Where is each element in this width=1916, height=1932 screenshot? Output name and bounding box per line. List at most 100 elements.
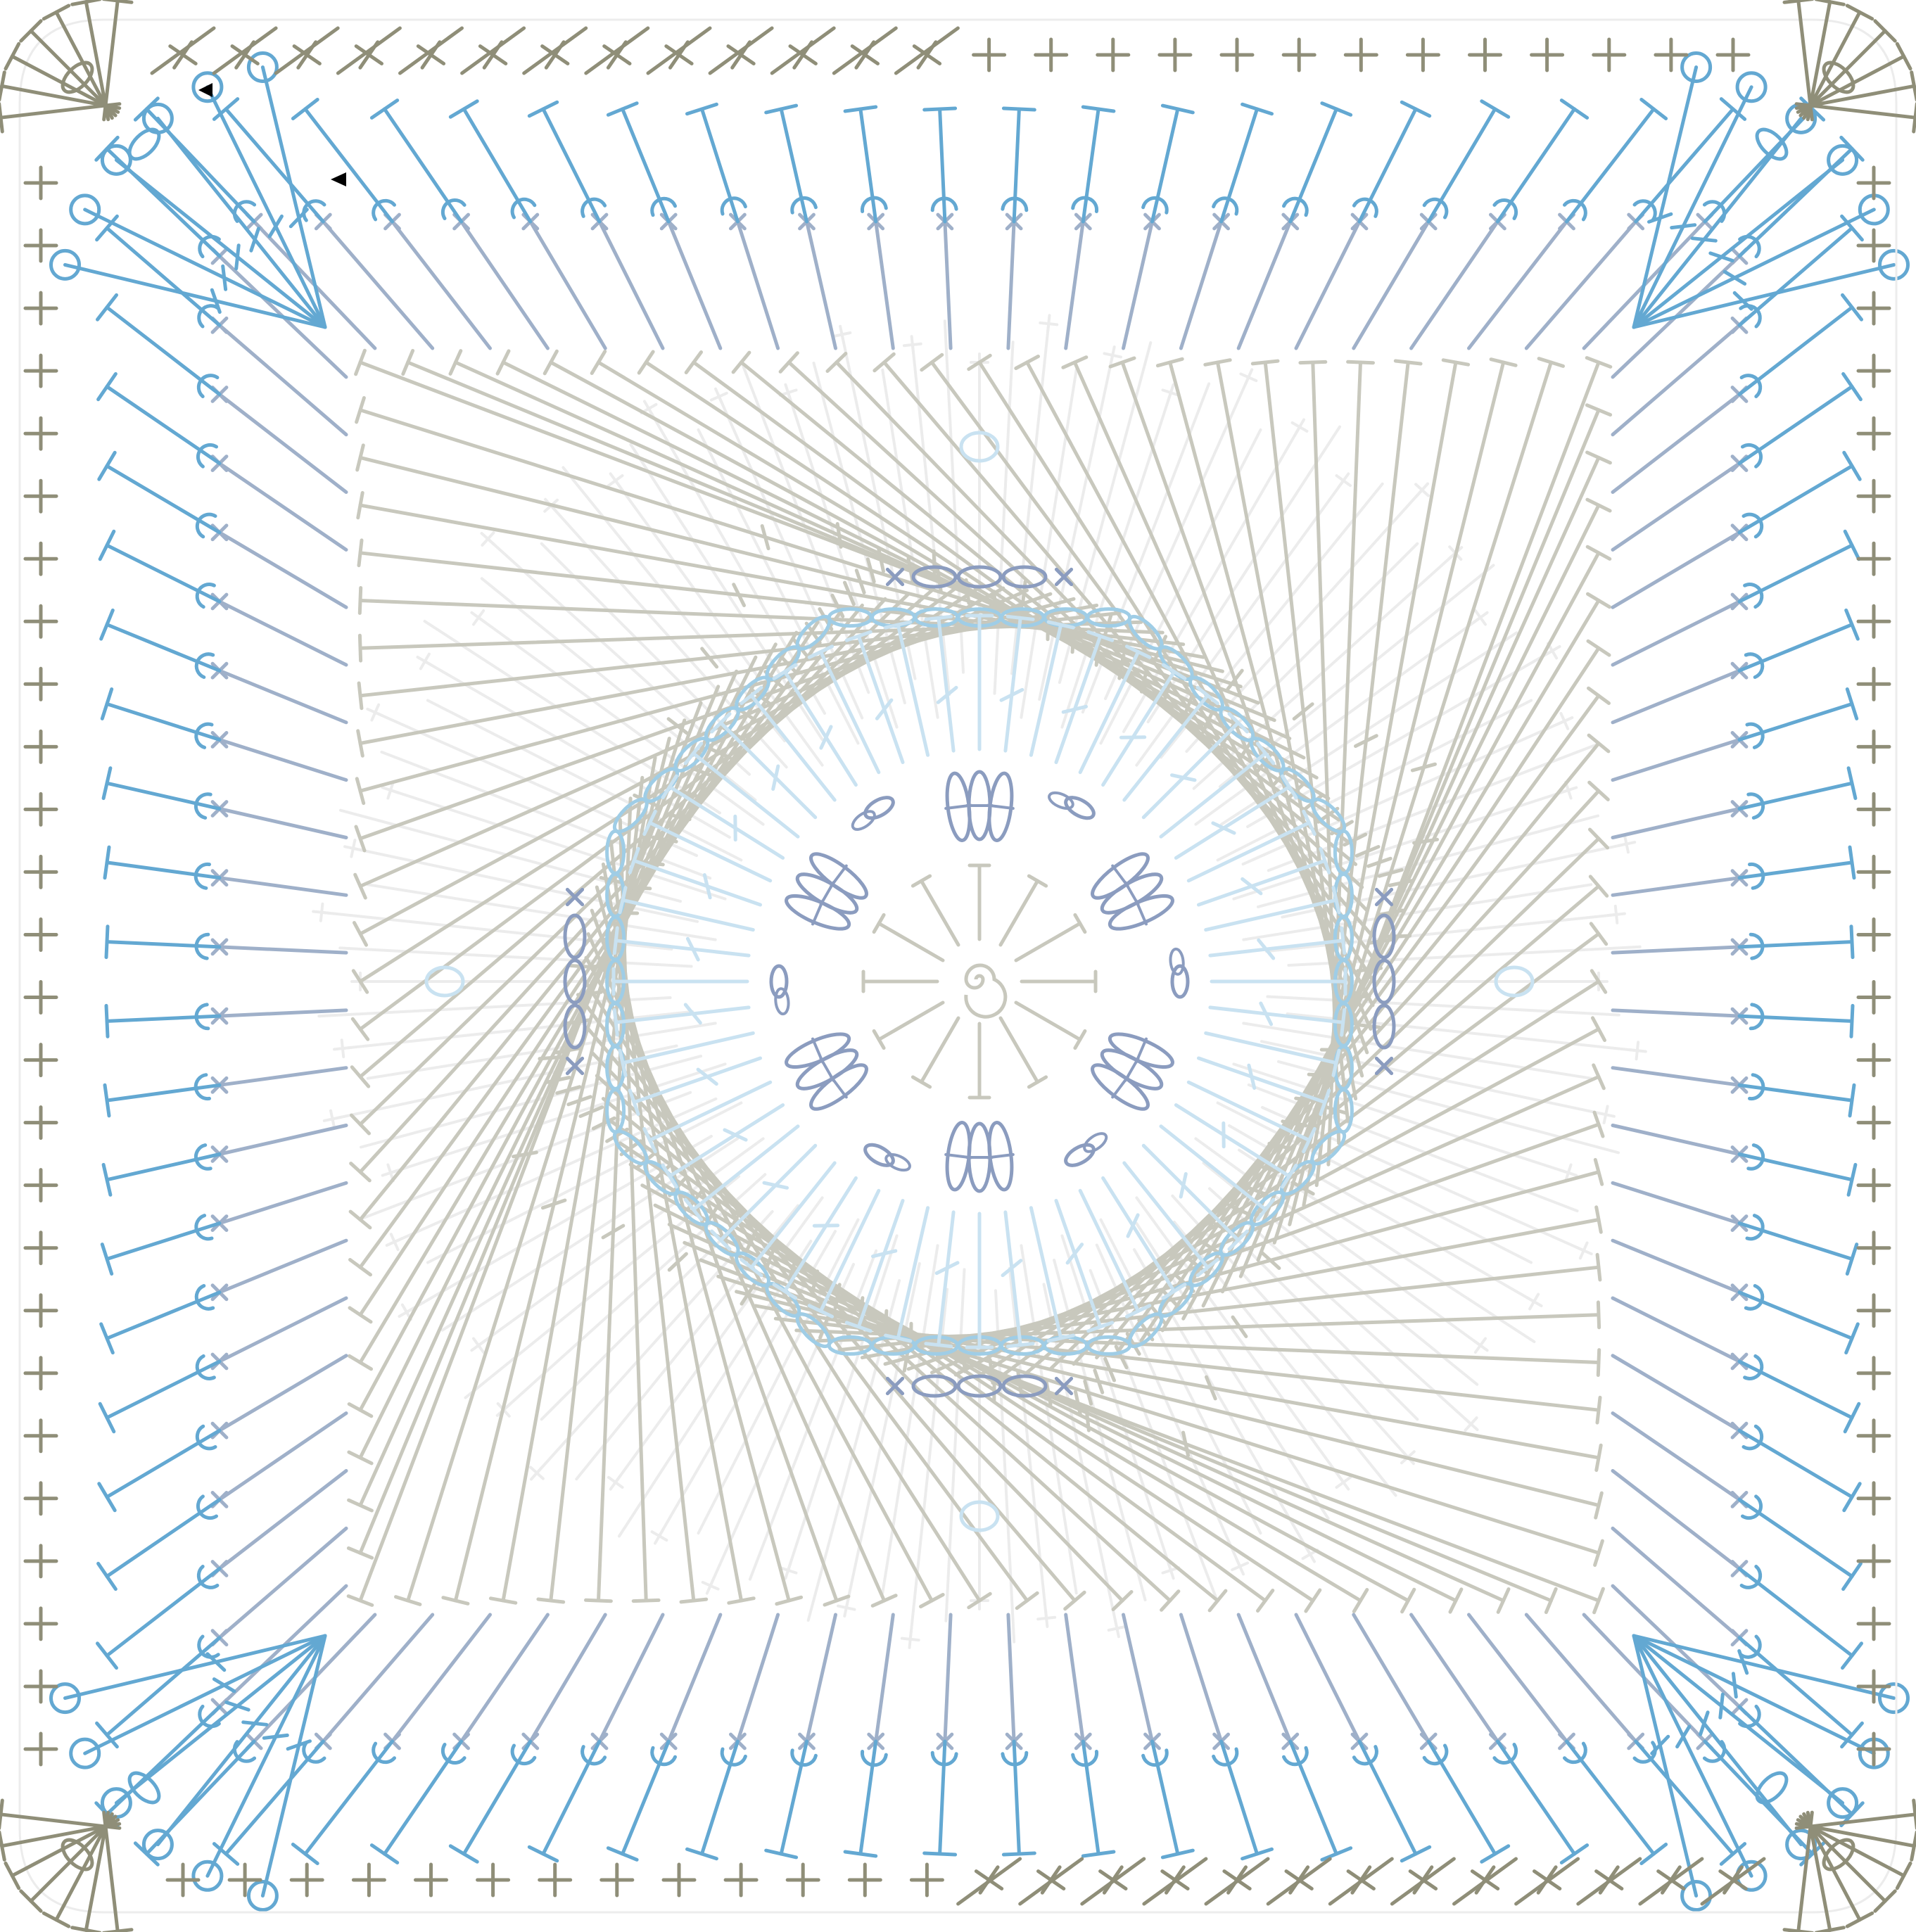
- border-right-stitch: [1858, 920, 1889, 951]
- stitch-top-bar: [592, 352, 605, 374]
- cross-arm: [609, 1477, 623, 1487]
- stitch-slash: [764, 1183, 787, 1188]
- puff-cluster-slash: [831, 866, 846, 886]
- border-right-stitch: [1858, 355, 1889, 386]
- corner-chain-inner: [1752, 125, 1792, 165]
- stitch-post: [1001, 1018, 1038, 1082]
- stitch-post: [1613, 878, 1739, 896]
- corner-tall-stitch: [103, 0, 132, 120]
- round-5-double-crochet: [1739, 1356, 1859, 1431]
- stitch-post: [1290, 1741, 1337, 1854]
- stitch-post: [107, 1430, 220, 1497]
- stitch-post: [220, 809, 346, 838]
- round-4-post: [1613, 1298, 1739, 1361]
- round-5-double-crochet: [1739, 137, 1863, 256]
- round-4-post: [1124, 1615, 1153, 1741]
- stitch-post: [220, 878, 346, 896]
- stitch-post: [898, 1208, 927, 1338]
- stitch-post: [1739, 1430, 1852, 1497]
- stitch-top-bar: [106, 927, 108, 958]
- round-5-double-crochet: [1739, 1145, 1855, 1195]
- stitch-top-bar: [921, 1595, 944, 1607]
- stitch-top-bar: [1844, 1563, 1861, 1589]
- cross-arm: [342, 1040, 344, 1057]
- stitch-post: [455, 362, 1289, 739]
- stitch-post: [208, 87, 325, 327]
- round-4-post: [1526, 1615, 1635, 1741]
- border-left-stitch: [25, 355, 56, 386]
- round-4-post: [1613, 671, 1739, 723]
- stitch-post: [1739, 704, 1852, 740]
- round-4-post: [1613, 809, 1739, 838]
- round-4-post: [876, 1615, 894, 1741]
- stitch-post: [1613, 1298, 1739, 1361]
- ghost-cross: [1337, 1475, 1351, 1489]
- border-right-stitch: [1858, 856, 1889, 887]
- round-2-treble: [1210, 1003, 1345, 1035]
- stitch-top-bar: [1402, 102, 1429, 116]
- stitch-post: [876, 222, 894, 348]
- cross-arm: [331, 1111, 334, 1128]
- stitch-slash: [1701, 1712, 1708, 1735]
- stitch-post: [220, 1528, 346, 1637]
- round-5-double-crochet: [1073, 1741, 1114, 1856]
- stitch-top-bar: [1587, 547, 1610, 559]
- border-bottom-slant: [1578, 1859, 1640, 1904]
- stitch-post: [1739, 1016, 1852, 1021]
- round-2-treble: [614, 928, 749, 960]
- border-right-stitch: [1858, 1295, 1889, 1326]
- border-top-slant: [648, 28, 710, 73]
- stitch-top-bar: [925, 108, 956, 110]
- round-5-double-crochet: [1739, 847, 1854, 888]
- stitch-post: [208, 1636, 325, 1876]
- stitch-top-bar: [44, 6, 68, 19]
- round-4-post: [1613, 1068, 1739, 1086]
- round-4-post: [220, 1528, 346, 1637]
- ghost-cross: [1337, 474, 1351, 487]
- round-5-double-crochet: [687, 104, 746, 222]
- cross-arm: [609, 476, 623, 485]
- round-4-post: [599, 222, 663, 348]
- stitch-top-bar: [1845, 531, 1859, 559]
- round-4-post: [1238, 222, 1290, 348]
- corner-tall-stitch: [1784, 0, 1813, 120]
- border-top-slant: [710, 28, 772, 73]
- border-top-stitch: [1283, 39, 1314, 70]
- round-5-double-crochet: [608, 1741, 675, 1860]
- stitch-top-bar: [350, 1356, 372, 1369]
- round-5-double-crochet: [214, 99, 324, 222]
- round-5-double-crochet: [1003, 1741, 1034, 1855]
- stitch-top-bar: [1083, 107, 1114, 111]
- stitch-post: [807, 1615, 836, 1741]
- chain-oval: [1047, 789, 1075, 811]
- stitch-post: [1001, 881, 1038, 945]
- stitch-post: [1739, 307, 1852, 395]
- border-bottom-stitch: [291, 1864, 322, 1895]
- round-4-post: [737, 222, 778, 348]
- corner-fan-treble: [85, 210, 325, 327]
- stitch-top-bar: [1395, 361, 1421, 364]
- stitch-post: [1613, 739, 1739, 780]
- stitch-top-bar: [293, 1845, 317, 1864]
- round-4-post: [531, 1615, 605, 1741]
- stitch-top-bar: [1851, 927, 1853, 958]
- round-1-spoke: [1016, 1003, 1085, 1048]
- border-right-stitch: [1858, 418, 1889, 449]
- stitch-top-bar: [98, 295, 117, 319]
- border-bottom-stitch: [849, 1864, 880, 1895]
- border-right-stitch: [1858, 982, 1889, 1013]
- stitch-post: [1124, 222, 1153, 348]
- round-5-double-crochet: [845, 1741, 886, 1856]
- stitch-top-bar: [1482, 1846, 1509, 1862]
- stitch-post: [1613, 809, 1739, 838]
- round-4-post: [1613, 739, 1739, 780]
- stitch-top-bar: [1844, 452, 1860, 479]
- stitch-top-bar: [99, 1484, 115, 1511]
- corner-fan-treble: [1634, 1636, 1751, 1876]
- round-4-post: [1613, 1528, 1739, 1637]
- round-2-treble: [1212, 969, 1345, 994]
- stitch-top-bar: [1897, 1863, 1910, 1888]
- ghost-cross: [1597, 1107, 1614, 1123]
- round-4-post: [220, 947, 346, 953]
